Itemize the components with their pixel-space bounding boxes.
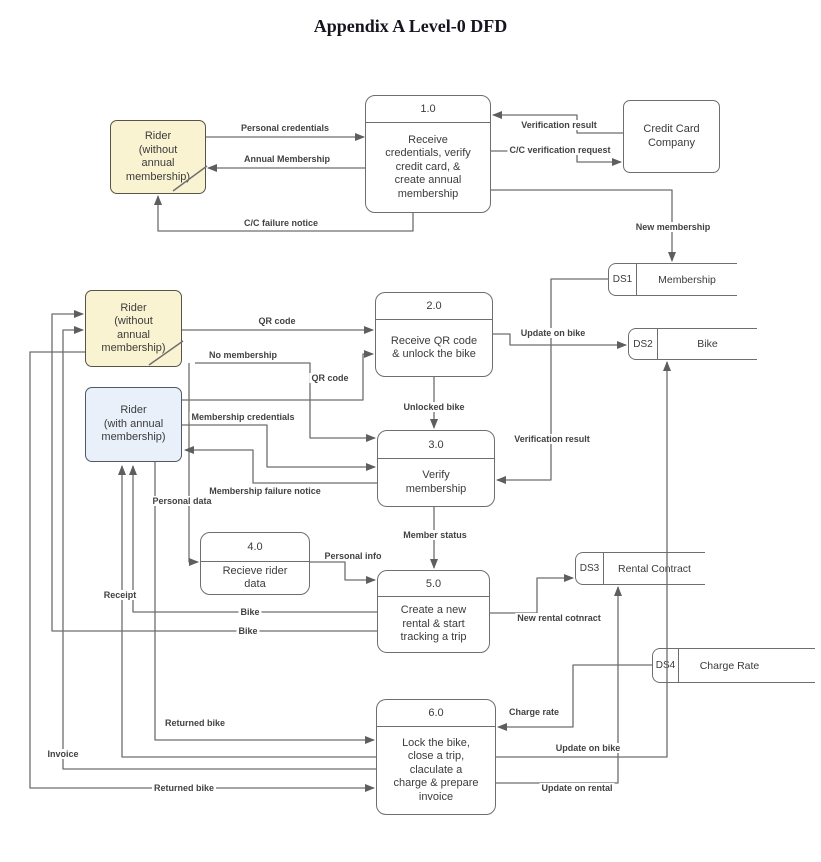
entity-rider-with-membership: Rider (with annual membership) bbox=[85, 387, 182, 462]
flow-charge-rate-label: Charge rate bbox=[506, 707, 562, 717]
flow-bike-to-yellow-label: Bike bbox=[236, 626, 260, 636]
datastore-ds4-charge-rate: DS4 Charge Rate bbox=[652, 648, 815, 683]
process-4-receive-rider-data-number: 4.0 bbox=[201, 533, 309, 562]
flow-no-membership-label: No membership bbox=[206, 350, 280, 360]
flow-personal-credentials-label: Personal credentials bbox=[238, 123, 332, 133]
process-5-create-rental-number: 5.0 bbox=[378, 571, 489, 597]
flow-new-rental-contract-label: New rental cotnract bbox=[515, 613, 603, 623]
flow-new-membership-label: New membership bbox=[633, 222, 713, 232]
flow-verification-result-ds1 bbox=[496, 278, 608, 484]
entity-rider-without-membership-top: Rider (without annual membership) bbox=[110, 120, 206, 194]
flow-update-on-bike-6-label: Update on bike bbox=[553, 743, 623, 753]
flow-verification-result-ds1-label: Verification result bbox=[512, 434, 592, 444]
flow-unlocked-bike-label: Unlocked bike bbox=[401, 402, 467, 412]
flow-personal-info bbox=[310, 561, 376, 584]
process-4-receive-rider-data-label: Recieve rider data bbox=[222, 564, 288, 591]
flow-membership-failure-notice-label: Membership failure notice bbox=[207, 486, 323, 496]
flow-update-on-rental-label: Update on rental bbox=[539, 783, 615, 793]
process-1-receive-credentials-label: Receive credentials, verify credit card,… bbox=[385, 133, 471, 200]
datastore-ds1-membership-code: DS1 bbox=[609, 264, 637, 295]
flow-charge-rate bbox=[497, 664, 652, 731]
flow-personal-data-label: Personal data bbox=[150, 496, 214, 506]
flow-invoice-label: Invoice bbox=[45, 749, 81, 759]
process-6-lock-bike-label: Lock the bike, close a trip, claculate a… bbox=[393, 736, 479, 803]
flow-returned-bike-blue-label: Returned bike bbox=[162, 718, 228, 728]
process-3-verify-membership-number: 3.0 bbox=[378, 431, 494, 459]
flow-member-status-label: Member status bbox=[401, 530, 469, 540]
flow-update-on-bike-2-label: Update on bike bbox=[518, 328, 588, 338]
flow-membership-credentials bbox=[182, 424, 376, 471]
datastore-ds2-bike-name: Bike bbox=[697, 338, 718, 350]
datastore-ds1-membership: DS1 Membership bbox=[608, 263, 737, 296]
datastore-ds1-membership-name: Membership bbox=[658, 273, 716, 286]
flow-cc-failure-notice-label: C/C failure notice bbox=[241, 218, 321, 228]
datastore-ds4-charge-rate-name: Charge Rate bbox=[699, 659, 760, 672]
flow-annual-membership-label: Annual Membership bbox=[241, 154, 333, 164]
datastore-ds2-bike-code: DS2 bbox=[629, 329, 658, 359]
entity-credit-card-company: Credit Card Company bbox=[623, 100, 720, 173]
flow-bike-to-blue-label: Bike bbox=[238, 607, 262, 617]
process-1-receive-credentials-number: 1.0 bbox=[366, 96, 490, 123]
flow-membership-credentials-label: Membership credentials bbox=[189, 412, 297, 422]
flow-qr-code-without-label: QR code bbox=[256, 316, 298, 326]
flow-personal-data bbox=[188, 363, 199, 566]
flow-new-rental-contract bbox=[490, 574, 574, 614]
process-2-receive-qr-code-label: Receive QR code & unlock the bike bbox=[390, 334, 478, 361]
process-3-verify-membership-label: Verify membership bbox=[405, 469, 467, 495]
flow-returned-bike-yellow-label: Returned bike bbox=[151, 783, 217, 793]
datastore-ds3-rental-contract: DS3 Rental Contract bbox=[575, 552, 705, 585]
flow-qr-code-with-label: QR code bbox=[309, 373, 351, 383]
entity-rider-without-membership-mid: Rider (without annual membership) bbox=[85, 290, 182, 367]
flow-receipt-label: Receipt bbox=[101, 590, 139, 600]
flow-membership-failure-notice bbox=[184, 446, 377, 484]
process-5-create-rental-label: Create a new rental & start tracking a t… bbox=[400, 604, 467, 644]
process-6-lock-bike-number: 6.0 bbox=[377, 700, 495, 727]
process-2-receive-qr-code-number: 2.0 bbox=[376, 293, 492, 320]
flow-personal-info-label: Personal info bbox=[322, 551, 384, 561]
page-title: Appendix A Level-0 DFD bbox=[313, 16, 508, 36]
datastore-ds2-bike: DS2 Bike bbox=[628, 328, 757, 360]
flow-verification-result-ccc-label: Verification result bbox=[519, 120, 599, 130]
datastore-ds4-charge-rate-code: DS4 bbox=[653, 649, 679, 682]
datastore-ds3-rental-contract-name: Rental Contract bbox=[618, 562, 691, 575]
datastore-ds3-rental-contract-code: DS3 bbox=[576, 553, 604, 584]
flow-cc-verification-request-label: C/C verification request bbox=[507, 145, 613, 155]
